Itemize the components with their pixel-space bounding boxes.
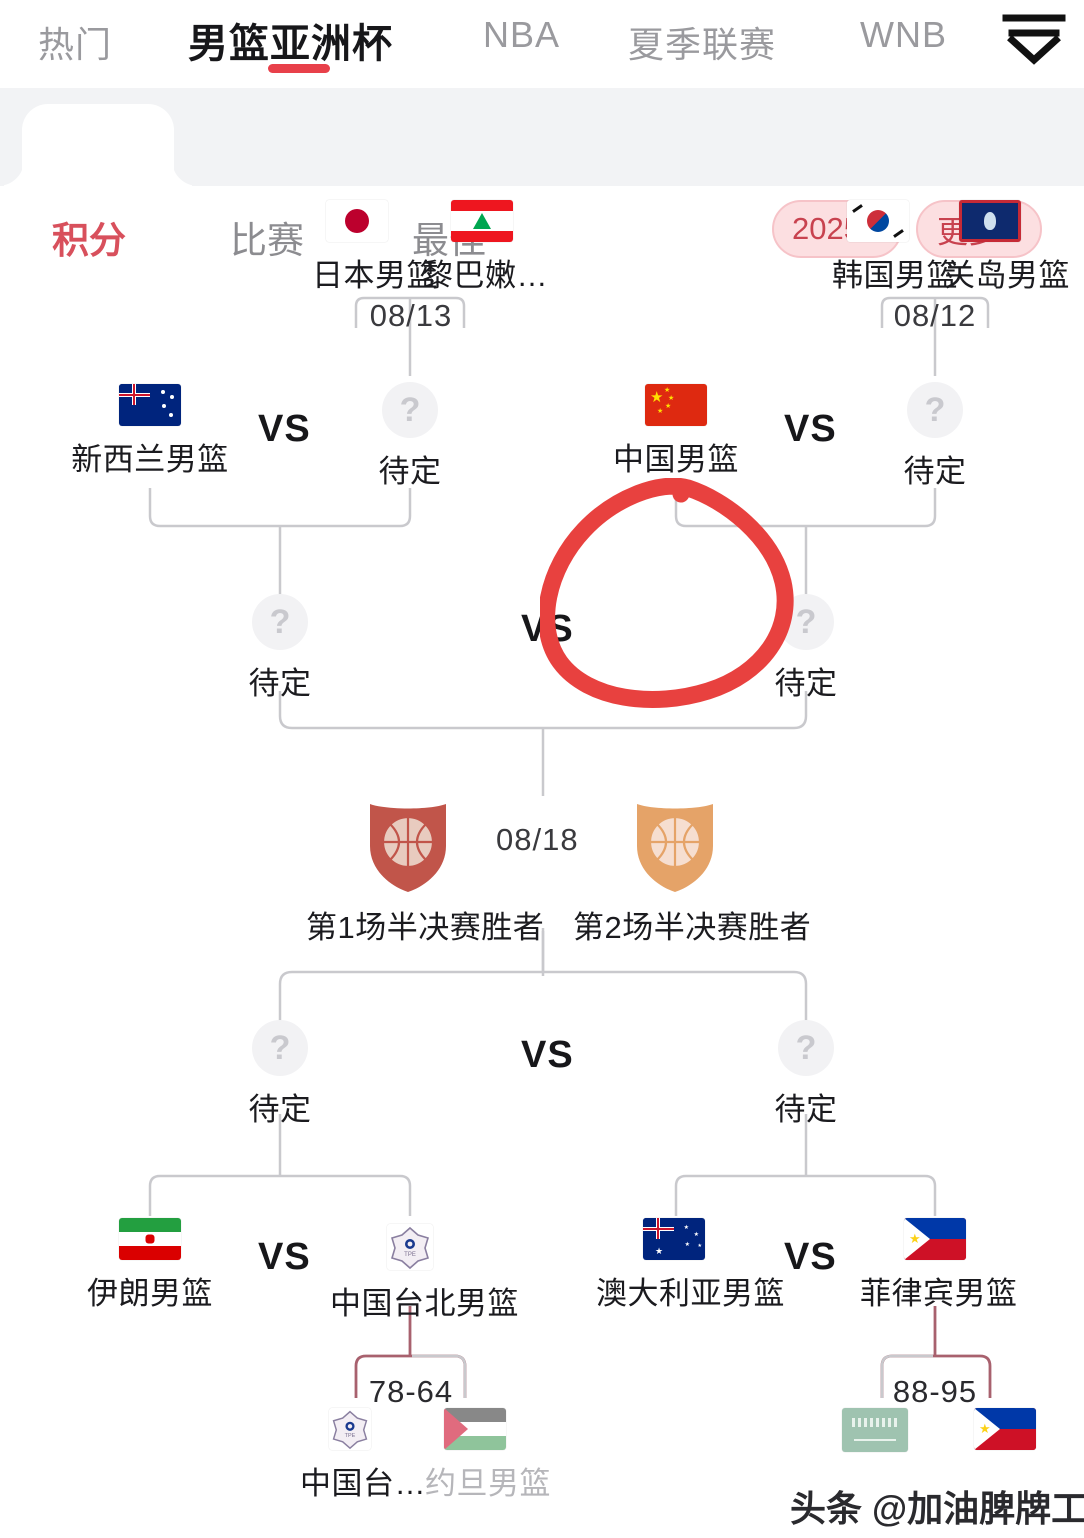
- r16-left-team-lebanon[interactable]: 黎巴嫩…: [422, 200, 548, 295]
- sf-top-right-label: 待定: [774, 666, 838, 701]
- r16-left-team-japan[interactable]: 日本男篮: [312, 200, 438, 295]
- hamburger-collapse-icon[interactable]: [998, 6, 1070, 70]
- tab-matches[interactable]: 比赛: [230, 220, 304, 261]
- guam-flag: [959, 200, 1021, 242]
- top-navigation-bar: 热门 男篮亚洲杯 NBA 夏季联赛 WNB: [0, 0, 1084, 88]
- qf-top-right-away-label: 待定: [903, 454, 967, 489]
- basketball-shield-orange-icon: [637, 804, 713, 892]
- nav-item-wnba[interactable]: WNB: [860, 14, 947, 55]
- philippines-flag: ★: [904, 1218, 966, 1260]
- chinese-taipei-flag: TPE: [329, 1408, 371, 1450]
- svg-text:TPE: TPE: [404, 1252, 416, 1258]
- r16-left-team-lebanon-label: 黎巴嫩…: [422, 258, 548, 293]
- qf-top-right-away[interactable]: ? 待定: [880, 382, 990, 491]
- sf-bottom-vs: VS: [521, 1034, 574, 1076]
- sf-bottom-left-label: 待定: [248, 1092, 312, 1127]
- new-zealand-flag: [119, 384, 181, 426]
- lebanon-flag: [451, 200, 513, 242]
- qf-bottom-right-vs: VS: [784, 1236, 837, 1278]
- qf-top-left-away[interactable]: ? 待定: [355, 382, 465, 491]
- china-flag: ★ ★ ★ ★ ★: [645, 384, 707, 426]
- final-right-slot[interactable]: 第2场半决赛胜者: [573, 794, 812, 947]
- r16-bottom-left-team-taipei-label: 中国台…: [300, 1466, 426, 1501]
- r16-bottom-left-score: 78-64: [368, 1374, 454, 1409]
- qf-top-right-home-label: 中国男篮: [613, 442, 739, 477]
- active-subtab-background: [22, 104, 174, 186]
- qf-bottom-left-away-label: 中国台北男篮: [330, 1286, 519, 1321]
- qf-bottom-right-away-label: 菲律宾男篮: [860, 1276, 1018, 1311]
- sf-top-left-label: 待定: [248, 666, 312, 701]
- saudi-arabia-flag: [842, 1408, 908, 1452]
- qf-top-right-vs: VS: [784, 408, 837, 450]
- chinese-taipei-flag: TPE: [387, 1224, 433, 1270]
- red-circle-annotation-icon: [540, 478, 794, 708]
- tournament-bracket: 日本男篮 黎巴嫩… 08/13 韩国男篮 关岛男篮: [0, 186, 1084, 1538]
- basketball-shield-red-icon: [370, 804, 446, 892]
- tbd-icon: ?: [252, 594, 308, 650]
- qf-top-left-vs: VS: [258, 408, 311, 450]
- r16-bottom-left-team-jordan-label: 约旦男篮: [425, 1466, 551, 1501]
- sf-bottom-right[interactable]: ? 待定: [751, 1020, 861, 1129]
- australia-flag: ★ ★ ★ ★ ★: [643, 1218, 705, 1260]
- iran-flag: [119, 1218, 181, 1260]
- final-date: 08/18: [496, 822, 579, 857]
- tbd-icon: ?: [778, 1020, 834, 1076]
- svg-text:TPE: TPE: [345, 1433, 356, 1439]
- r16-bottom-right-score: 88-95: [892, 1374, 978, 1409]
- final-left-slot[interactable]: 第1场半决赛胜者: [306, 794, 545, 947]
- sub-tab-bar: 积分 比赛 最佳 2025 更多: [0, 88, 1084, 261]
- nav-item-nba[interactable]: NBA: [483, 14, 561, 55]
- philippines-flag: ★: [974, 1408, 1036, 1450]
- nav-item-summer-league[interactable]: 夏季联赛: [628, 24, 777, 65]
- r16-right-team-guam[interactable]: 关岛男篮: [944, 200, 1070, 295]
- r16-right-team-korea[interactable]: 韩国男篮: [832, 200, 958, 295]
- qf-bottom-left-home[interactable]: 伊朗男篮: [80, 1218, 220, 1313]
- qf-bottom-right-home-label: 澳大利亚男篮: [596, 1276, 785, 1311]
- nav-item-hot[interactable]: 热门: [38, 24, 113, 65]
- r16-right-team-guam-label: 关岛男篮: [944, 258, 1070, 293]
- qf-bottom-right-away[interactable]: ★ 菲律宾男篮: [860, 1218, 1018, 1313]
- qf-bottom-left-vs: VS: [258, 1236, 311, 1278]
- watermark-text: 头条 @加油脾牌工仔: [790, 1488, 1084, 1529]
- sf-bottom-left[interactable]: ? 待定: [225, 1020, 335, 1129]
- final-left-label: 第1场半决赛胜者: [306, 910, 545, 945]
- tbd-icon: ?: [382, 382, 438, 438]
- r16-bottom-right-team-philippines[interactable]: ★: [955, 1408, 1055, 1458]
- tbd-icon: ?: [252, 1020, 308, 1076]
- qf-bottom-right-home[interactable]: ★ ★ ★ ★ ★ 澳大利亚男篮: [596, 1218, 785, 1313]
- qf-top-left-home-label: 新西兰男篮: [71, 442, 229, 477]
- sf-top-left[interactable]: ? 待定: [225, 594, 335, 703]
- r16-left-team-japan-label: 日本男篮: [312, 258, 438, 293]
- qf-top-left-home[interactable]: 新西兰男篮: [70, 384, 230, 479]
- r16-bottom-right-team-saudi[interactable]: [825, 1408, 925, 1460]
- final-right-label: 第2场半决赛胜者: [573, 910, 812, 945]
- r16-right-team-korea-label: 韩国男篮: [832, 258, 958, 293]
- tbd-icon: ?: [907, 382, 963, 438]
- jordan-flag: [444, 1408, 506, 1450]
- japan-flag: [326, 200, 388, 242]
- sf-bottom-right-label: 待定: [774, 1092, 838, 1127]
- qf-top-left-away-label: 待定: [378, 454, 442, 489]
- qf-bottom-left-home-label: 伊朗男篮: [87, 1276, 213, 1311]
- nav-item-asia-cup[interactable]: 男篮亚洲杯: [188, 22, 393, 66]
- qf-bottom-left-away[interactable]: TPE 中国台北男篮: [330, 1224, 519, 1323]
- r16-right-date: 08/12: [893, 298, 977, 333]
- active-tab-underline: [268, 64, 330, 73]
- r16-bottom-left-team-taipei[interactable]: TPE 中国台…: [300, 1408, 426, 1503]
- r16-left-date: 08/13: [369, 298, 453, 333]
- tab-standings[interactable]: 积分: [52, 220, 126, 261]
- r16-bottom-left-team-jordan[interactable]: 约旦男篮: [425, 1408, 551, 1503]
- south-korea-flag: [847, 200, 909, 242]
- qf-top-right-home-china[interactable]: ★ ★ ★ ★ ★ 中国男篮: [608, 384, 744, 479]
